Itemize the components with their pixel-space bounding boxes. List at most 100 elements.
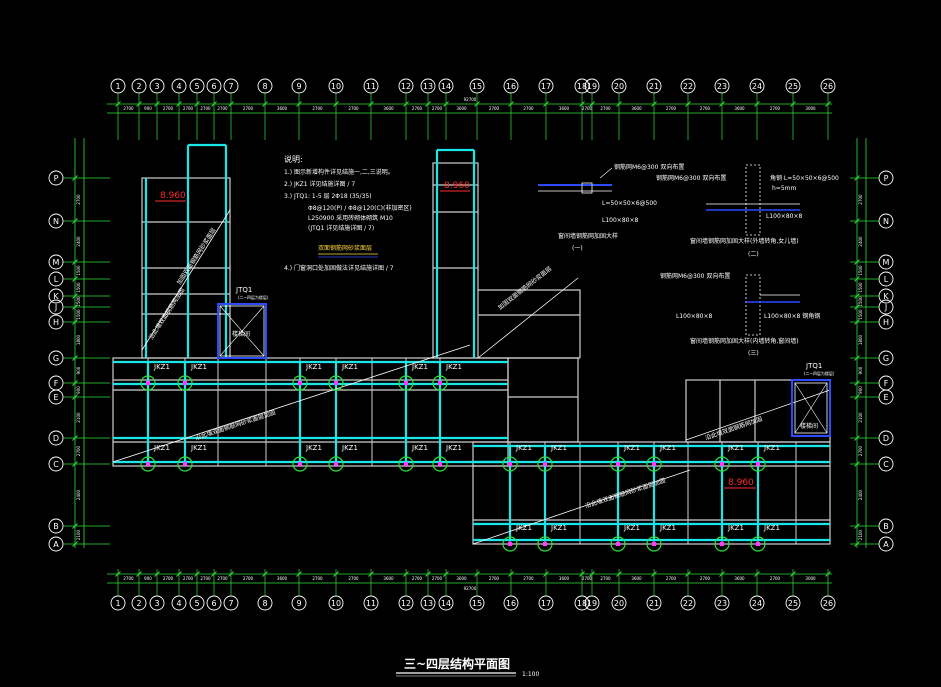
axis-bubble-19-bottom: 19	[584, 569, 600, 611]
axis-bubble-25-bottom: 25	[785, 569, 801, 611]
axis-bubble-B-right: B	[850, 518, 894, 534]
column-jkz1: JKZ1	[177, 444, 207, 472]
column-jkz1: JKZ1	[292, 444, 322, 472]
note-line: 4.) 门窗洞口处加固做法详见结施详图 / 7	[284, 264, 394, 272]
axis-bubble-label: 12	[401, 599, 411, 608]
axis-bubble-label: 24	[752, 82, 762, 91]
dimension-value: 2700	[582, 106, 593, 111]
axis-bubble-17-top: 17	[538, 78, 554, 140]
note-line: 3.) JTQ1: 1-5 层 2Φ18 (35/35)	[284, 193, 372, 200]
dimension-value: 2400	[76, 236, 81, 247]
note-line: (JTQ1 详见结施详图 / 7)	[308, 224, 374, 232]
detail-subtitle: (一)	[572, 245, 583, 252]
axis-bubble-label: K	[53, 292, 59, 301]
axis-bubble-20-top: 20	[611, 78, 627, 140]
dimension-value: 2700	[412, 106, 423, 111]
axis-bubble-D-left: D	[48, 430, 110, 446]
jtq-sub-left: (二~四层为楼层)	[238, 294, 269, 300]
axis-bubble-label: 21	[649, 599, 659, 608]
column-label: JKZ1	[153, 444, 170, 452]
detail-subtitle: (二)	[748, 251, 759, 258]
axis-bubble-label: G	[53, 354, 59, 363]
axis-bubble-label: F	[884, 379, 889, 388]
axis-bubble-5-bottom: 5	[189, 569, 205, 611]
column-jkz1: JKZ1	[328, 444, 358, 472]
axis-bubble-11-bottom: 11	[363, 569, 379, 611]
axis-bubble-26-bottom: 26	[820, 569, 836, 611]
axis-bubble-label: J	[54, 303, 57, 312]
dimension-value: 3600	[277, 106, 288, 111]
axis-bubble-label: 26	[823, 82, 833, 91]
axis-bubble-3-top: 3	[149, 78, 165, 140]
axis-bubble-7-bottom: 7	[223, 569, 239, 611]
column-jkz1: JKZ1	[177, 363, 207, 391]
axis-bubble-18-top: 18	[574, 78, 590, 140]
column-label: JKZ1	[623, 444, 640, 452]
axis-bubble-label: 26	[823, 599, 833, 608]
dimension-value: 2100	[76, 412, 81, 423]
axis-bubble-H-left: H	[48, 314, 110, 330]
axis-bubble-label: 3	[154, 599, 159, 608]
axis-bubble-8-bottom: 8	[257, 569, 273, 611]
axis-bubble-10-top: 10	[328, 78, 344, 140]
dimension-value: 2700	[348, 106, 359, 111]
axis-bubble-17-bottom: 17	[538, 569, 554, 611]
column-jkz1: JKZ1	[292, 363, 322, 391]
axis-bubble-23-top: 23	[714, 78, 730, 140]
dimension-value: 2700	[312, 106, 323, 111]
column-label: JKZ1	[190, 444, 207, 452]
axis-bubble-label: E	[53, 393, 58, 402]
stair-block-right: 楼梯间 JTQ1 (二~四层为楼层)	[791, 362, 835, 437]
dimension-value: 2700	[76, 445, 81, 456]
dimension-value: 2100	[858, 412, 863, 423]
dimension-total: 92700	[464, 97, 477, 102]
axis-bubble-25-top: 25	[785, 78, 801, 140]
axis-bubble-P-left: P	[48, 170, 110, 186]
axis-bubble-8-top: 8	[257, 78, 273, 140]
axis-bubble-label: 17	[541, 599, 551, 608]
column-label: JKZ1	[659, 444, 676, 452]
axis-bubble-label: F	[54, 379, 59, 388]
axis-bubble-2-bottom: 2	[131, 569, 147, 611]
notes-heading: 说明:	[284, 154, 303, 164]
axis-bubble-label: C	[53, 460, 59, 469]
elevation-text: 8.960	[160, 191, 186, 201]
detail-1: 钢筋网M6@300 双向布置 L=50×50×6@500 L100×80×8 窗…	[538, 163, 684, 252]
axis-bubble-2-top: 2	[131, 78, 147, 140]
dimension-value: 3600	[559, 106, 570, 111]
axis-bubble-label: J	[884, 303, 887, 312]
dimension-value: 1500	[76, 265, 81, 276]
column-label: JKZ1	[515, 524, 532, 532]
note-line: Φ8@120(P) / Φ8@120(C)(非加密区)	[308, 204, 412, 212]
column-label: JKZ1	[445, 444, 462, 452]
axis-bubble-26-top: 26	[820, 78, 836, 140]
dimension-value: 900	[858, 386, 863, 394]
axis-bubble-label: 9	[296, 599, 301, 608]
detail-title: 窗间墙钢筋网加固大样(内墙转角,窗间墙)	[690, 337, 799, 345]
axis-bubble-label: 10	[331, 82, 341, 91]
column-jkz1: JKZ1	[140, 444, 170, 472]
axis-bubble-label: 12	[401, 82, 411, 91]
stair-block-left: 楼梯间 JTQ1 (二~四层为楼层)	[217, 286, 269, 359]
dimension-value: 1500	[858, 296, 863, 307]
axis-bubble-A-right: A	[850, 536, 894, 552]
column-jkz1: JKZ1	[537, 524, 567, 552]
axis-bubble-18-bottom: 18	[574, 569, 590, 611]
dimension-value: 2700	[412, 576, 423, 581]
axis-bubble-M-left: M	[48, 254, 110, 270]
dimension-value: 2700	[858, 445, 863, 456]
detail-note: L100×80×8	[602, 217, 638, 224]
column-label: JKZ1	[763, 524, 780, 532]
dimension-value: 2700	[582, 576, 593, 581]
axis-bubble-label: B	[883, 522, 889, 531]
elevation-mark-1: 8.960	[155, 191, 186, 202]
column-jkz1: JKZ1	[328, 363, 358, 391]
axis-bubble-5-top: 5	[189, 78, 205, 140]
column-label: JKZ1	[727, 524, 744, 532]
general-notes: 说明: 1.) 图示新增构件详见结施一,二,三说明。 2.) JKZ1 详见结施…	[284, 154, 412, 272]
column-jkz1: JKZ1	[537, 444, 567, 472]
column-jkz1: JKZ1	[610, 444, 640, 472]
axis-bubble-label: 16	[506, 82, 516, 91]
dimension-value: 3600	[559, 576, 570, 581]
axis-bubble-K-left: K	[48, 288, 110, 304]
